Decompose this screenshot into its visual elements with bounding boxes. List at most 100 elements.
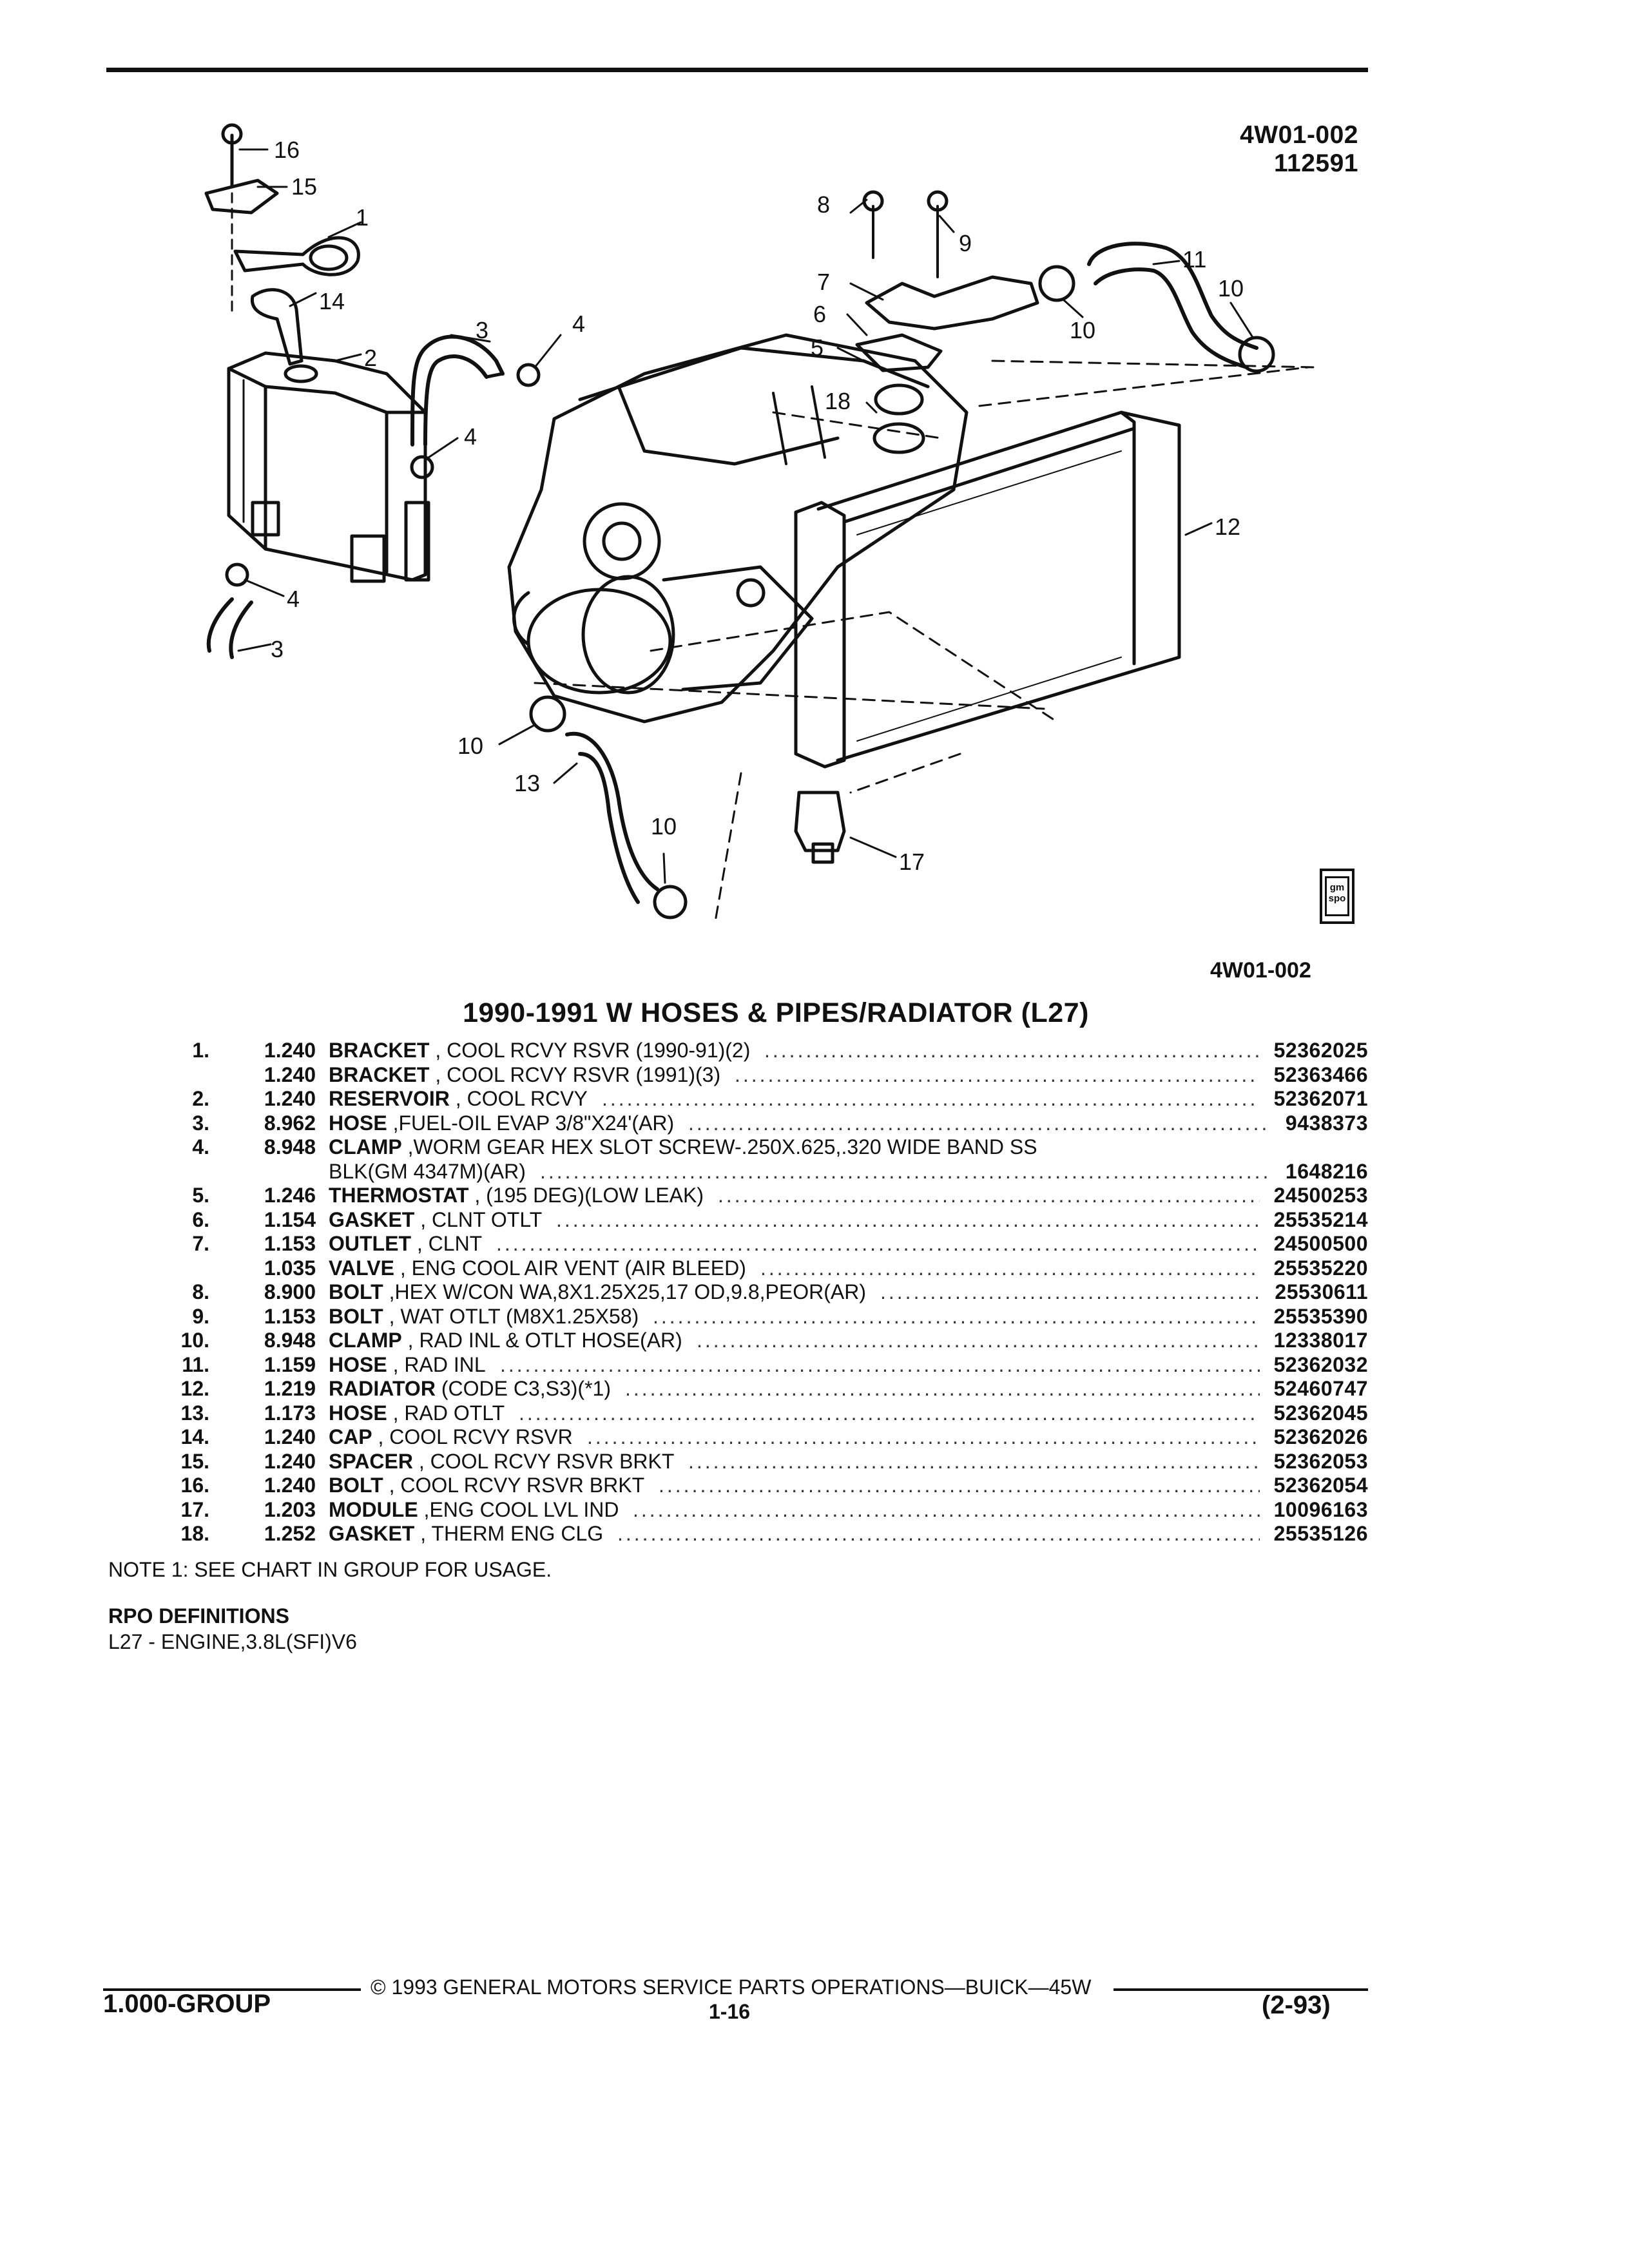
callout-6: 6 xyxy=(813,301,826,327)
part-description: HOSE , RAD INL xyxy=(329,1353,486,1376)
part-description: OUTLET , CLNT xyxy=(329,1232,482,1255)
part-detail: , RAD INL xyxy=(387,1352,486,1376)
callout-4-b: 4 xyxy=(464,423,477,450)
hose-inlet-drawing xyxy=(1087,242,1258,369)
item-number: 12. xyxy=(180,1377,209,1400)
figure-code-below: 4W01-002 xyxy=(1210,958,1311,983)
part-detail: , RAD INL & OTLT HOSE(AR) xyxy=(401,1329,682,1352)
part-name: GASKET xyxy=(329,1207,415,1231)
part-name: GASKET xyxy=(329,1522,415,1545)
group-ref: 1.240 xyxy=(264,1062,316,1086)
part-name: BOLT xyxy=(329,1304,383,1328)
part-detail: , CLNT OTLT xyxy=(414,1207,543,1231)
part-name: HOSE xyxy=(329,1401,387,1425)
part-description: BOLT , COOL RCVY RSVR BRKT xyxy=(329,1474,644,1497)
callout-16: 16 xyxy=(274,137,300,163)
part-description: VALVE , ENG COOL AIR VENT (AIR BLEED) xyxy=(329,1256,746,1280)
callout-1: 1 xyxy=(356,204,369,231)
dot-leader: ........................................… xyxy=(633,1497,1260,1521)
part-name: MODULE xyxy=(329,1497,418,1521)
group-ref: 1.173 xyxy=(264,1401,316,1425)
part-detail: , COOL RCVY RSVR (1990-91)(2) xyxy=(429,1039,751,1062)
part-number: 52362032 xyxy=(1273,1352,1368,1376)
part-description: BOLT , WAT OTLT (M8X1.25X58) xyxy=(329,1305,639,1328)
reservoir-drawing xyxy=(227,351,430,583)
callout-11: 11 xyxy=(1182,246,1206,273)
callout-3-b: 3 xyxy=(271,636,284,662)
exploded-parts-diagram: 16 15 1 14 2 3 4 4 4 3 8 9 7 6 5 18 11 1… xyxy=(204,123,1316,923)
callout-2: 2 xyxy=(364,345,377,371)
dot-leader: ........................................… xyxy=(659,1474,1260,1497)
part-detail: , RAD OTLT xyxy=(387,1401,505,1425)
dot-leader: ........................................… xyxy=(496,1232,1260,1255)
group-ref: 8.962 xyxy=(264,1111,316,1135)
part-number: 52460747 xyxy=(1273,1377,1368,1400)
dot-leader: ........................................… xyxy=(735,1062,1260,1086)
footer-rule-right xyxy=(1113,1988,1368,1991)
group-ref: 1.153 xyxy=(264,1232,316,1255)
dot-leader: ........................................… xyxy=(556,1207,1260,1231)
part-name: HOSE xyxy=(329,1352,387,1376)
section-title: 1990-1991 W HOSES & PIPES/RADIATOR (L27) xyxy=(463,997,1089,1028)
revision-date: (2-93) xyxy=(1262,1991,1331,2019)
group-ref: 1.153 xyxy=(264,1304,316,1328)
group-ref: 1.219 xyxy=(264,1377,316,1400)
item-number: 4. xyxy=(192,1135,209,1158)
group-ref: 8.948 xyxy=(264,1135,316,1158)
part-number: 10096163 xyxy=(1273,1497,1368,1521)
hose-outlet-drawing xyxy=(565,731,659,904)
parts-row: 1.035 VALVE , ENG COOL AIR VENT (AIR BLEE… xyxy=(0,1256,1629,1280)
part-name: VALVE xyxy=(329,1256,394,1280)
part-description: HOSE ,FUEL-OIL EVAP 3/8"X24'(AR) xyxy=(329,1111,674,1135)
item-number: 16. xyxy=(180,1474,209,1497)
part-detail: , WAT OTLT (M8X1.25X58) xyxy=(383,1304,639,1328)
part-name: OUTLET xyxy=(329,1232,411,1255)
dot-leader: ........................................… xyxy=(625,1377,1260,1400)
part-number: 25535220 xyxy=(1273,1256,1368,1280)
hose-upper-drawing xyxy=(410,334,505,447)
part-description: BRACKET , COOL RCVY RSVR (1991)(3) xyxy=(329,1063,720,1086)
part-description: CLAMP ,WORM GEAR HEX SLOT SCREW-.250X.62… xyxy=(329,1135,1037,1158)
part-detail: , COOL RCVY RSVR BRKT xyxy=(383,1474,645,1497)
part-detail: BLK(GM 4347M)(AR) xyxy=(329,1159,526,1183)
callout-4: 4 xyxy=(572,311,585,337)
item-number: 10. xyxy=(180,1329,209,1352)
reservoir-cap-drawing xyxy=(250,288,304,366)
part-number: 24500253 xyxy=(1273,1184,1368,1207)
part-name: CLAMP xyxy=(329,1135,402,1158)
part-number: 52362053 xyxy=(1273,1449,1368,1473)
dot-leader: ........................................… xyxy=(718,1184,1260,1207)
group-ref: 1.240 xyxy=(264,1039,316,1062)
item-number: 7. xyxy=(192,1232,209,1255)
group-ref: 1.154 xyxy=(264,1207,316,1231)
figure-code: 4W01-002 xyxy=(1240,121,1358,149)
part-detail: ,HEX W/CON WA,8X1.25X25,17 OD,9.8,PEOR(A… xyxy=(383,1280,866,1303)
part-detail: , ENG COOL AIR VENT (AIR BLEED) xyxy=(394,1256,746,1280)
part-detail: , (195 DEG)(LOW LEAK) xyxy=(468,1184,704,1207)
part-number: 1648216 xyxy=(1285,1159,1368,1183)
item-number: 1. xyxy=(192,1039,209,1062)
group-ref: 1.246 xyxy=(264,1184,316,1207)
item-number: 11. xyxy=(182,1352,209,1376)
module-drawing xyxy=(794,791,846,852)
rpo-definition: L27 - ENGINE,3.8L(SFI)V6 xyxy=(108,1630,357,1653)
dot-leader: ........................................… xyxy=(587,1425,1260,1448)
part-number: 25535390 xyxy=(1273,1304,1368,1328)
dot-leader: ........................................… xyxy=(688,1449,1260,1473)
group-ref: 1.035 xyxy=(264,1256,316,1280)
part-detail: , COOL RCVY RSVR (1991)(3) xyxy=(429,1062,721,1086)
part-name: RADIATOR xyxy=(329,1377,436,1400)
dot-leader: ........................................… xyxy=(880,1280,1260,1303)
group-ref: 1.252 xyxy=(264,1522,316,1545)
part-number: 9438373 xyxy=(1285,1111,1368,1135)
callout-15: 15 xyxy=(291,173,317,200)
gm-spo-logo: gm spo xyxy=(1320,869,1354,924)
item-number: 18. xyxy=(180,1522,209,1545)
